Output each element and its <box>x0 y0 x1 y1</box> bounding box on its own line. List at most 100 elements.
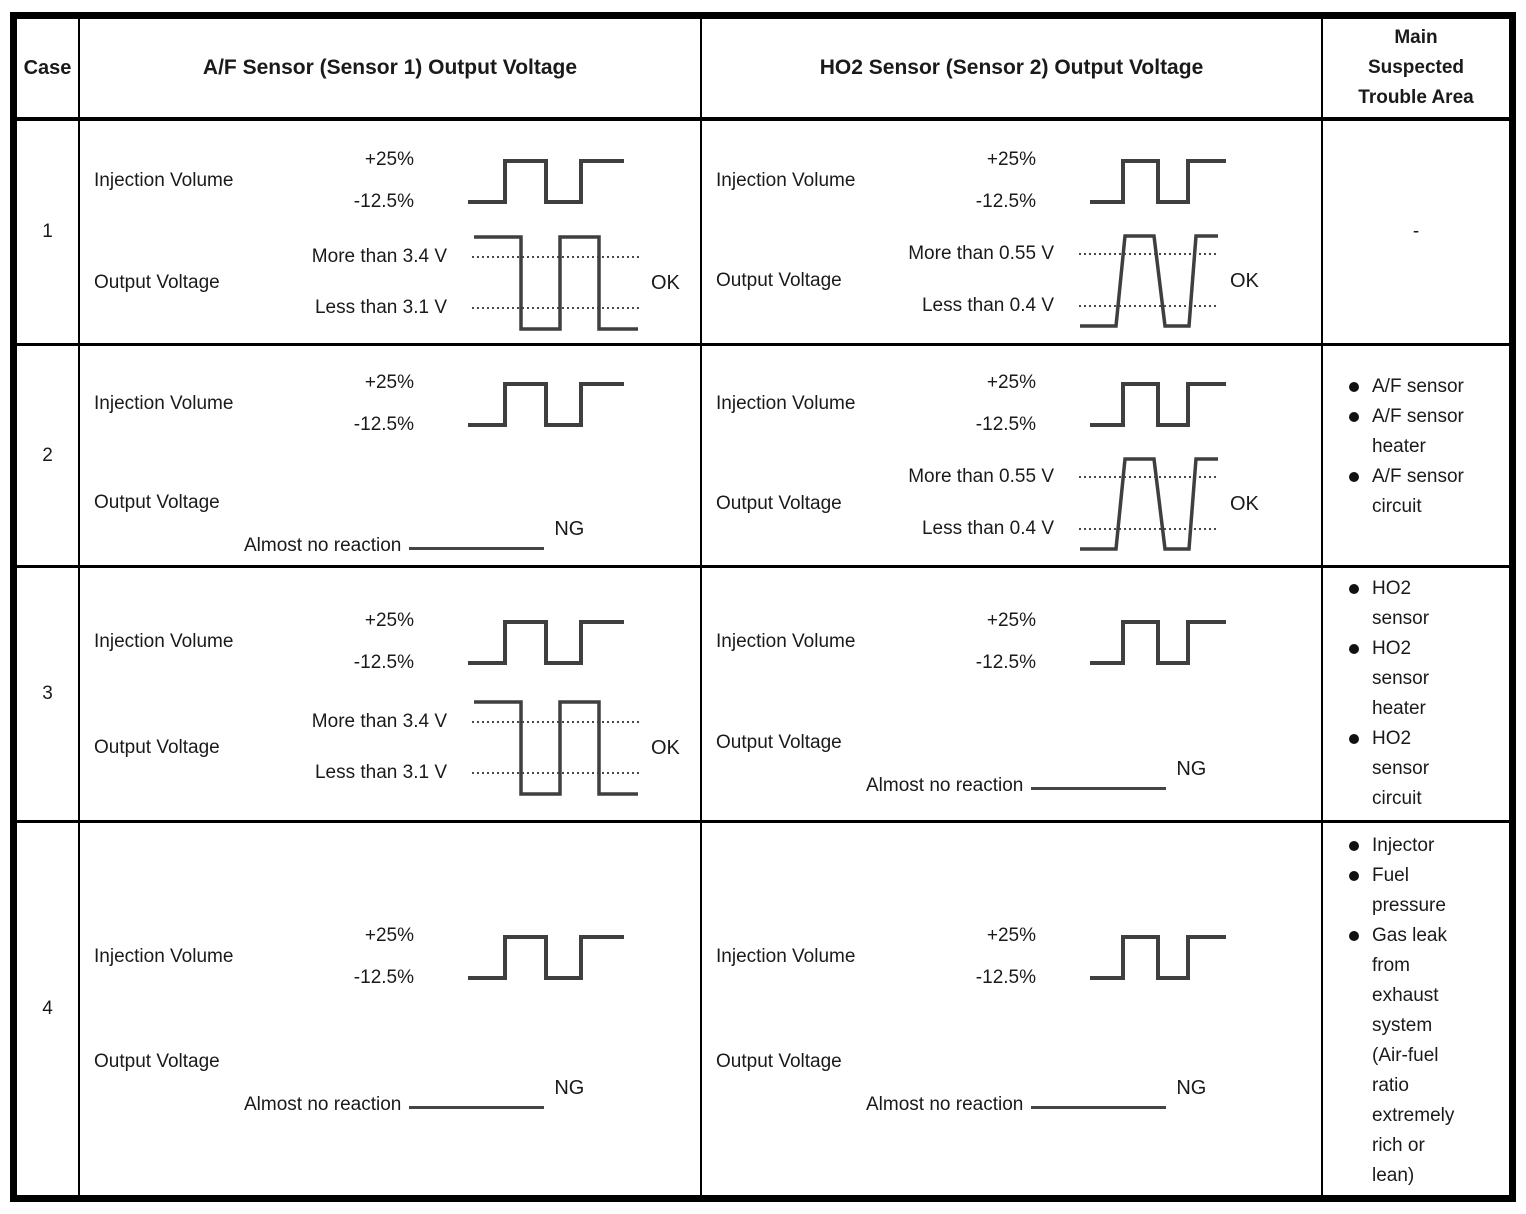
injection-volume-block: Injection Volume +25% -12.5% <box>716 925 1321 989</box>
output-voltage-block: Output Voltage More than 0.55 V Less tha… <box>716 231 1321 331</box>
no-reaction-group: Almost no reaction NG <box>866 1077 1206 1116</box>
header-ho2-sensor: HO2 Sensor (Sensor 2) Output Voltage <box>702 19 1323 121</box>
injection-volume-block: Injection Volume +25% -12.5% <box>716 149 1321 213</box>
trouble-item: A/F sensor <box>1349 372 1509 402</box>
trouble-item: Fuel pressure <box>1349 861 1509 921</box>
case-number-1: 1 <box>17 121 80 346</box>
injection-range-labels: +25% -12.5% <box>884 149 1036 213</box>
injection-volume-block: Injection Volume +25% -12.5% <box>716 610 1321 674</box>
header-case: Case <box>17 19 80 121</box>
result-ok-label: OK <box>651 271 680 294</box>
injection-volume-label: Injection Volume <box>716 631 856 652</box>
trouble-item-text: Injector <box>1372 835 1435 856</box>
header-af-sensor: A/F Sensor (Sensor 1) Output Voltage <box>80 19 702 121</box>
flat-output-line <box>1031 787 1167 790</box>
injection-volume-label: Injection Volume <box>94 946 234 967</box>
output-voltage-block: Output Voltage More than 3.4 V Less than… <box>94 231 700 335</box>
lower-threshold-label: Less than 0.4 V <box>921 518 1054 539</box>
result-ng-label: NG <box>1176 758 1207 780</box>
threshold-labels: More than 0.55 V Less than 0.4 V <box>866 231 1066 331</box>
result-ok-label: OK <box>651 736 680 759</box>
trouble-area-case3: HO2 sensor HO2 sensor heater HO2 sensor … <box>1323 568 1509 823</box>
trouble-item-text: A/F sensor circuit <box>1372 466 1464 517</box>
trouble-item-text: HO2 sensor <box>1372 578 1430 629</box>
injection-volume-label: Injection Volume <box>94 170 234 191</box>
injection-low-label: -12.5% <box>975 191 1036 212</box>
injection-square-wave <box>1090 382 1226 427</box>
injection-high-label: +25% <box>986 925 1036 946</box>
trouble-item: HO2 sensor <box>1349 574 1509 634</box>
injection-volume-label: Injection Volume <box>94 631 234 652</box>
threshold-labels: More than 3.4 V Less than 3.1 V <box>244 231 459 335</box>
sensor-diagnostic-table: Case A/F Sensor (Sensor 1) Output Voltag… <box>10 12 1516 1202</box>
injection-high-label: +25% <box>986 372 1036 393</box>
ho2-cell-case3: Injection Volume +25% -12.5% Output Volt… <box>702 568 1323 823</box>
trouble-item-text: HO2 sensor circuit <box>1372 728 1430 809</box>
trouble-item-text: A/F sensor <box>1372 376 1464 397</box>
injection-range-labels: +25% -12.5% <box>884 372 1036 436</box>
header-case-label: Case <box>23 56 72 79</box>
lower-threshold-label: Less than 3.1 V <box>314 762 447 783</box>
af-cell-case4: Injection Volume +25% -12.5% Output Volt… <box>80 823 702 1195</box>
injection-range-labels: +25% -12.5% <box>262 925 414 989</box>
no-reaction-label: Almost no reaction <box>866 775 1024 796</box>
output-voltage-label: Output Voltage <box>94 737 220 758</box>
no-reaction-label: Almost no reaction <box>244 1094 402 1115</box>
trouble-item: Injector <box>1349 831 1509 861</box>
injection-square-wave <box>1090 935 1226 980</box>
injection-range-labels: +25% -12.5% <box>884 925 1036 989</box>
ho2-cell-case2: Injection Volume +25% -12.5% Output Volt… <box>702 346 1323 568</box>
injection-high-label: +25% <box>986 149 1036 170</box>
af-output-waveform <box>472 700 639 796</box>
upper-threshold-label: More than 3.4 V <box>311 711 447 732</box>
result-ok-label: OK <box>1230 492 1259 515</box>
output-voltage-label: Output Voltage <box>716 732 842 753</box>
case-number-3: 3 <box>17 568 80 823</box>
injection-volume-block: Injection Volume +25% -12.5% <box>94 610 700 674</box>
case-number-4: 4 <box>17 823 80 1195</box>
injection-range-labels: +25% -12.5% <box>262 149 414 213</box>
injection-range-labels: +25% -12.5% <box>262 372 414 436</box>
output-voltage-block: Output Voltage More than 3.4 V Less than… <box>94 696 700 800</box>
case-number-2: 2 <box>17 346 80 568</box>
trouble-item: Gas leak from exhaust system (Air-fuel r… <box>1349 921 1509 1191</box>
trouble-item: A/F sensor heater <box>1349 402 1509 462</box>
no-reaction-group: Almost no reaction NG <box>244 518 584 557</box>
injection-square-wave <box>468 935 624 980</box>
output-voltage-label: Output Voltage <box>716 270 842 291</box>
header-trouble-area-label: Main Suspected Trouble Area <box>1358 27 1474 108</box>
no-reaction-label: Almost no reaction <box>866 1094 1024 1115</box>
bullet-icon <box>1349 584 1359 594</box>
bullet-icon <box>1349 734 1359 744</box>
no-reaction-label: Almost no reaction <box>244 535 402 556</box>
bullet-icon <box>1349 871 1359 881</box>
trouble-item-text: Gas leak from exhaust system (Air-fuel r… <box>1372 925 1455 1186</box>
threshold-labels: More than 0.55 V Less than 0.4 V <box>866 454 1066 554</box>
output-voltage-block: Output Voltage Almost no reaction NG <box>94 492 700 557</box>
trouble-area-case2: A/F sensor A/F sensor heater A/F sensor … <box>1323 346 1509 568</box>
trouble-item-text: Fuel pressure <box>1372 865 1446 916</box>
af-output-waveform <box>472 235 639 331</box>
injection-volume-block: Injection Volume +25% -12.5% <box>94 925 700 989</box>
ho2-cell-case4: Injection Volume +25% -12.5% Output Volt… <box>702 823 1323 1195</box>
injection-volume-label: Injection Volume <box>716 946 856 967</box>
injection-volume-block: Injection Volume +25% -12.5% <box>716 372 1321 436</box>
bullet-icon <box>1349 472 1359 482</box>
injection-volume-label: Injection Volume <box>94 393 234 414</box>
output-voltage-label: Output Voltage <box>716 1051 842 1072</box>
upper-threshold-label: More than 0.55 V <box>908 243 1054 264</box>
output-voltage-block: Output Voltage Almost no reaction NG <box>716 732 1321 797</box>
injection-square-wave <box>1090 620 1226 665</box>
injection-square-wave <box>1090 159 1226 204</box>
af-cell-case3: Injection Volume +25% -12.5% Output Volt… <box>80 568 702 823</box>
upper-threshold-label: More than 0.55 V <box>908 466 1054 487</box>
injection-volume-label: Injection Volume <box>716 170 856 191</box>
injection-volume-block: Injection Volume +25% -12.5% <box>94 372 700 436</box>
header-af-sensor-label: A/F Sensor (Sensor 1) Output Voltage <box>202 56 578 79</box>
output-voltage-label: Output Voltage <box>94 492 220 513</box>
trouble-item: HO2 sensor circuit <box>1349 724 1509 814</box>
injection-range-labels: +25% -12.5% <box>262 610 414 674</box>
flat-output-line <box>1031 1106 1167 1109</box>
trouble-item-text: HO2 sensor heater <box>1372 638 1430 719</box>
